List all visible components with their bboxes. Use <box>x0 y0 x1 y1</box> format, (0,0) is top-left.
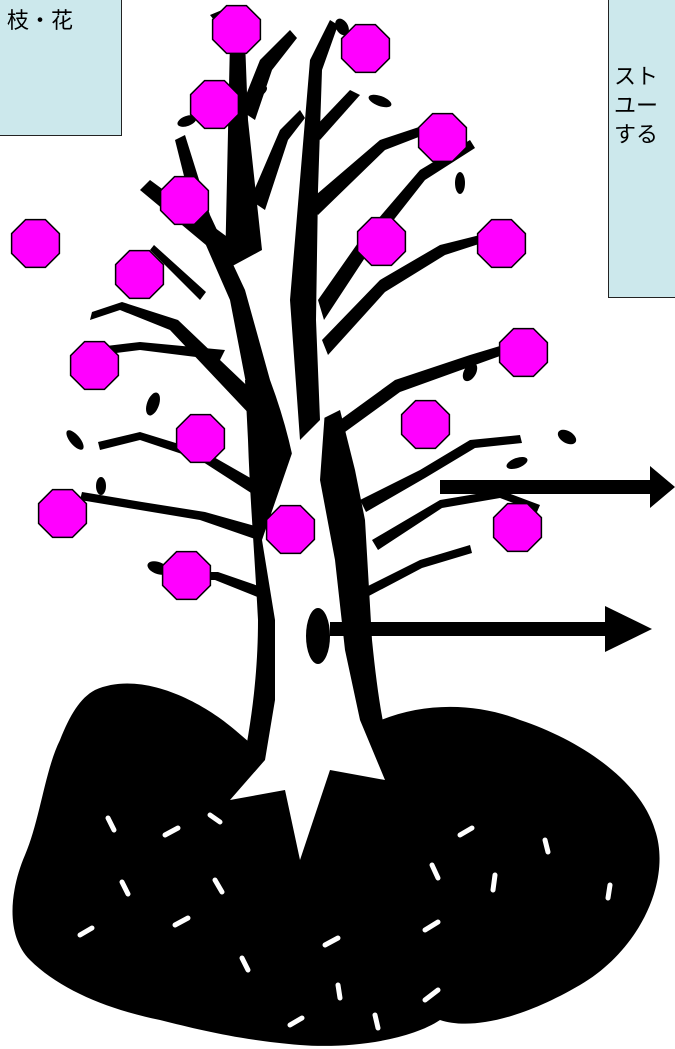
flower-17 <box>163 552 211 600</box>
flower-5 <box>161 177 209 225</box>
flower-13 <box>177 415 225 463</box>
flower-8 <box>12 220 60 268</box>
flower-6 <box>358 218 406 266</box>
flower-12 <box>402 401 450 449</box>
flower-11 <box>71 342 119 390</box>
arrow-lower <box>330 606 652 652</box>
flower-2 <box>342 25 390 73</box>
flower-14 <box>39 490 87 538</box>
flower-4 <box>419 114 467 162</box>
flower-1 <box>213 6 261 54</box>
flowers <box>12 6 548 600</box>
flower-15 <box>494 504 542 552</box>
flower-16 <box>267 506 315 554</box>
flower-7 <box>478 220 526 268</box>
flower-3 <box>191 81 239 129</box>
flower-10 <box>500 329 548 377</box>
flower-9 <box>116 251 164 299</box>
trunk-knot <box>306 608 330 664</box>
